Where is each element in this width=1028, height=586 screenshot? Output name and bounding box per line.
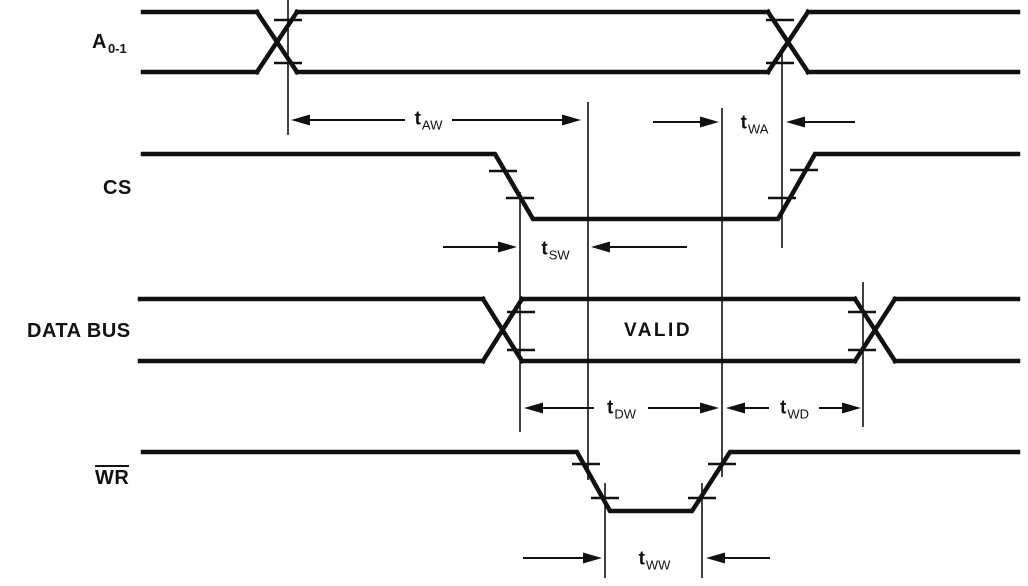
chip-select-label-text: CS bbox=[103, 177, 132, 199]
waveform-data-bus bbox=[137, 295, 1021, 365]
twd-subscript: WD bbox=[787, 406, 809, 422]
address-label-text: A bbox=[92, 31, 107, 53]
write-strobe-label-text: WR bbox=[95, 465, 130, 489]
signal-label-data-bus: DATA BUS bbox=[27, 321, 131, 341]
tww-symbol: t bbox=[638, 548, 645, 570]
measurement-reference-lines bbox=[287, 0, 864, 578]
timing-label-taw: tAW bbox=[411, 108, 445, 132]
timing-label-tsw: tSW bbox=[538, 238, 572, 262]
tsw-symbol: t bbox=[541, 238, 548, 260]
twd-symbol: t bbox=[780, 397, 787, 419]
dimension-arrow-tww bbox=[523, 552, 770, 564]
data-bus-label-text: DATA BUS bbox=[27, 320, 131, 342]
dimension-arrow-twa bbox=[653, 116, 855, 128]
transition-tick-marks bbox=[274, 18, 876, 500]
signal-label-address: A0-1 bbox=[92, 31, 127, 55]
twa-subscript: WA bbox=[747, 121, 769, 137]
timing-label-tdw: tDW bbox=[604, 397, 638, 421]
tsw-subscript: SW bbox=[548, 247, 570, 263]
taw-symbol: t bbox=[414, 108, 421, 130]
address-label-subscript: 0-1 bbox=[107, 41, 127, 56]
waveform-write-strobe bbox=[140, 449, 1021, 514]
twa-symbol: t bbox=[740, 112, 747, 134]
timing-label-twd: tWD bbox=[777, 397, 811, 421]
bus-valid-label: VALID bbox=[623, 320, 693, 341]
dimension-arrow-tsw bbox=[443, 241, 687, 253]
tdw-subscript: DW bbox=[614, 406, 636, 422]
timing-label-twa: tWA bbox=[737, 112, 771, 136]
dimension-arrow-twd bbox=[726, 402, 861, 414]
signal-label-chip-select: CS bbox=[103, 178, 132, 198]
tdw-symbol: t bbox=[607, 397, 614, 419]
tww-subscript: WW bbox=[645, 557, 671, 573]
waveform-address-bus bbox=[140, 8, 1021, 76]
dimension-arrow-taw bbox=[291, 114, 581, 126]
waveform-chip-select bbox=[140, 151, 1021, 222]
dimension-arrow-tdw bbox=[524, 402, 719, 414]
signal-label-write-strobe: WR bbox=[95, 465, 130, 489]
timing-label-tww: tWW bbox=[635, 548, 673, 572]
taw-subscript: AW bbox=[421, 117, 443, 133]
